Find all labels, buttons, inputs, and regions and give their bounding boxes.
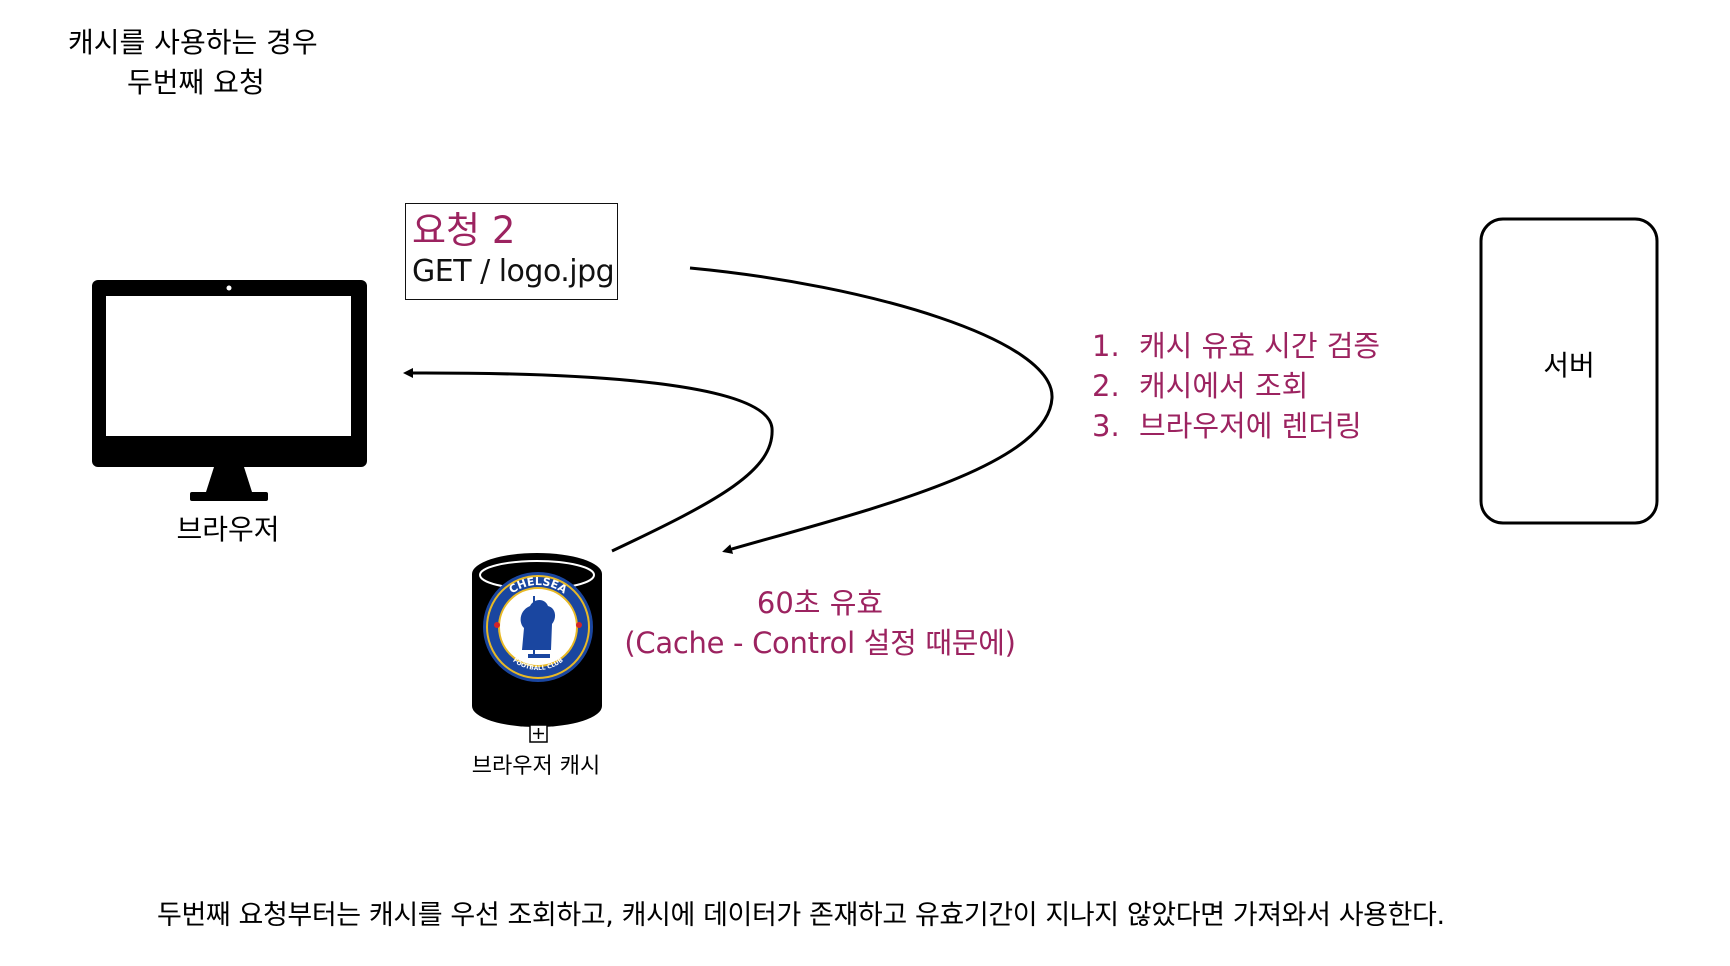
server-label: 서버 <box>1543 349 1595 382</box>
diagram-title-line-2: 두번째 요청 <box>127 66 265 99</box>
step-number: 2. <box>1092 369 1120 403</box>
chelsea-logo-icon: CHELSEA FOOTBALL CLUB <box>483 572 593 682</box>
footer-description: 두번째 요청부터는 캐시를 우선 조회하고, 캐시에 데이터가 존재하고 유효기… <box>157 900 1445 931</box>
steps-list: 1. 캐시 유효 시간 검증 2. 캐시에서 조회 3. 브라우저에 렌더링 <box>1092 326 1380 446</box>
cache-label: 브라우저 캐시 <box>471 754 601 779</box>
request-title: 요청 2 <box>412 209 516 252</box>
monitor-icon <box>92 280 367 501</box>
svg-text:CHELSEA: CHELSEA <box>507 575 570 597</box>
browser-label: 브라우저 <box>176 513 280 546</box>
step-number: 1. <box>1092 329 1120 363</box>
validity-line-1: 60초 유효 <box>756 586 884 620</box>
server-box <box>1479 217 1659 525</box>
request-box: 요청 2 GET / logo.jpg <box>405 203 618 300</box>
step-item: 2. 캐시에서 조회 <box>1092 366 1380 406</box>
validity-line-2: (Cache - Control 설정 때문에) <box>624 626 1016 660</box>
diagram-title-line-1: 캐시를 사용하는 경우 <box>68 26 318 59</box>
request-arrow <box>689 266 1054 554</box>
validity-note: 60초 유효 (Cache - Control 설정 때문에) <box>624 583 1015 663</box>
expand-handle-icon[interactable] <box>529 724 548 743</box>
request-line: GET / logo.jpg <box>412 254 615 289</box>
step-number: 3. <box>1092 409 1120 443</box>
step-text: 브라우저에 렌더링 <box>1139 409 1362 443</box>
response-arrow <box>403 367 774 553</box>
step-text: 캐시에서 조회 <box>1139 369 1309 403</box>
step-text: 캐시 유효 시간 검증 <box>1139 329 1381 363</box>
step-item: 1. 캐시 유효 시간 검증 <box>1092 326 1380 366</box>
step-item: 3. 브라우저에 렌더링 <box>1092 406 1380 446</box>
